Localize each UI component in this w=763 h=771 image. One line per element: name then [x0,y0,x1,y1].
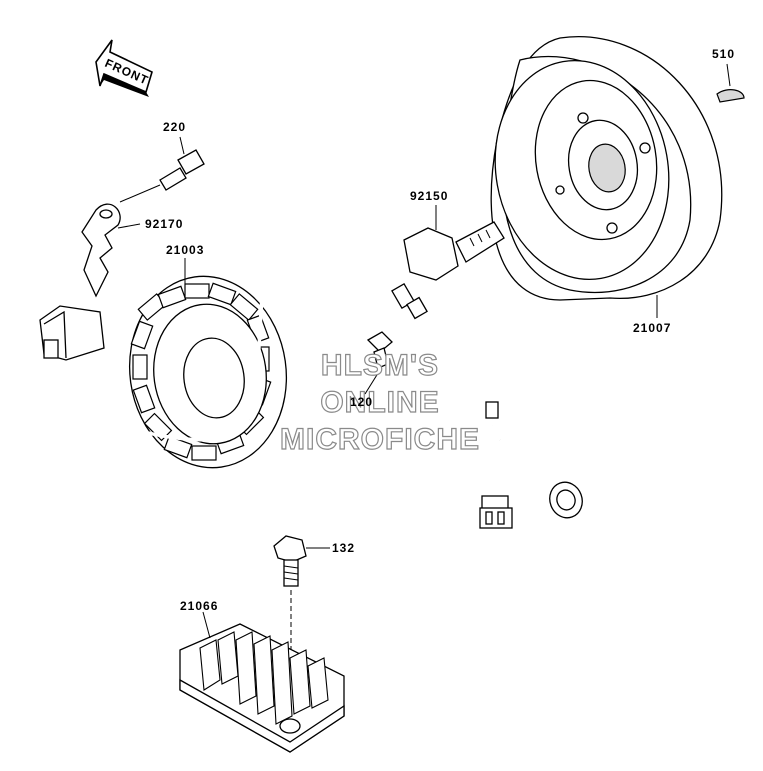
part-label-220: 220 [163,120,186,134]
grommet [549,481,583,519]
watermark-line-1: HLSM'S [321,349,439,382]
rotor-flywheel [490,36,723,301]
part-label-21007: 21007 [633,321,671,335]
bolt-120 [364,331,393,395]
stator-connector [39,305,105,361]
woodruff-key [716,63,745,103]
watermark-line-2: ONLINE [320,386,439,419]
bolt-92150 [403,205,505,281]
watermark-line-3: MICROFICHE [280,423,480,456]
stator [128,258,288,469]
part-label-92170: 92170 [145,217,183,231]
bolt-220 [119,136,205,203]
watermark: HLSM'S ONLINE MICROFICHE [279,348,480,456]
wiring-harness [27,230,561,501]
part-label-21003: 21003 [166,243,204,257]
clamp-bracket [81,203,141,298]
pulser-connector [479,495,513,529]
part-label-510: 510 [712,47,735,61]
part-label-21066: 21066 [180,599,218,613]
front-arrow-icon: FRONT [95,39,153,97]
part-label-92150: 92150 [410,189,448,203]
regulator-rectifier [179,611,345,753]
part-label-120: 120 [350,395,373,409]
part-label-132: 132 [332,541,355,555]
